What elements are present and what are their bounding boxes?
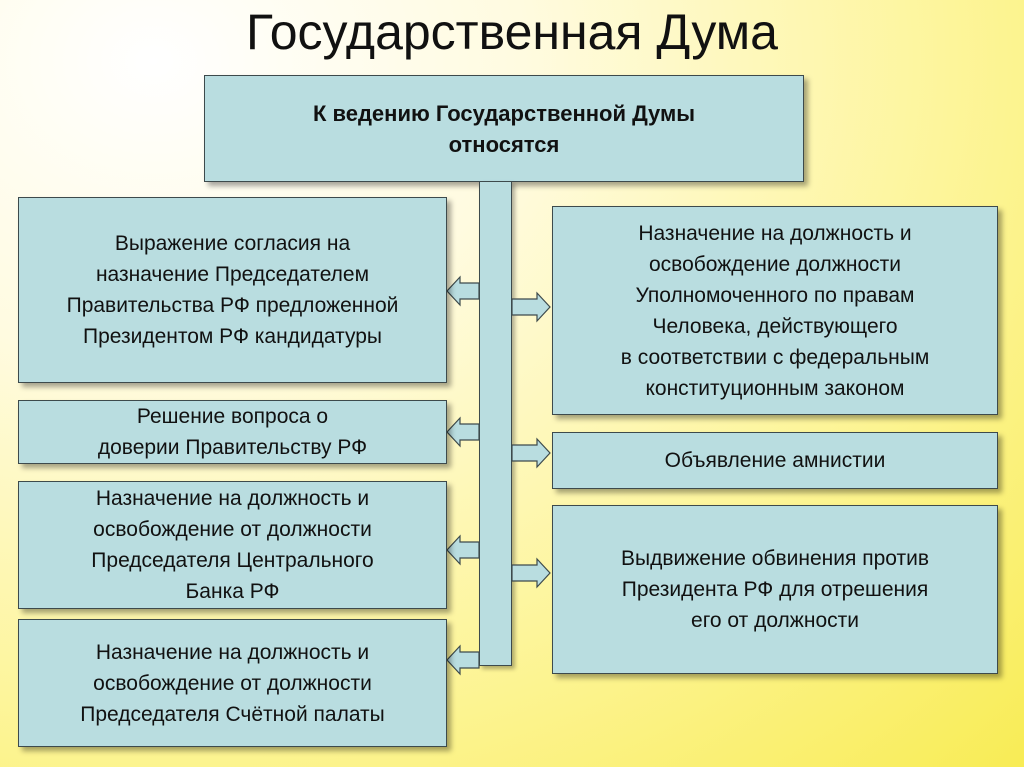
arrow-left-1 [446, 275, 480, 307]
right-item-amnesty: Объявление амнистии [552, 432, 998, 489]
arrow-left-2 [446, 416, 480, 448]
arrow-left-4 [446, 644, 480, 676]
left-item-central-bank: Назначение на должность и освобождение о… [18, 481, 447, 609]
page-title: Государственная Дума [246, 4, 778, 60]
left-item-confidence: Решение вопроса о доверии Правительству … [18, 400, 447, 464]
right-item-impeachment: Выдвижение обвинения против Президента Р… [552, 505, 998, 674]
left-item-accounts-chamber: Назначение на должность и освобождение о… [18, 619, 447, 747]
arrow-left-3 [446, 534, 480, 566]
arrow-right-3 [511, 557, 551, 589]
right-item-ombudsman: Назначение на должность и освобождение д… [552, 206, 998, 415]
arrow-right-1 [511, 291, 551, 323]
header-box: К ведению Государственной Думы относятся [204, 75, 804, 182]
left-item-consent-pm: Выражение согласия на назначение Председ… [18, 197, 447, 383]
arrow-right-2 [511, 437, 551, 469]
